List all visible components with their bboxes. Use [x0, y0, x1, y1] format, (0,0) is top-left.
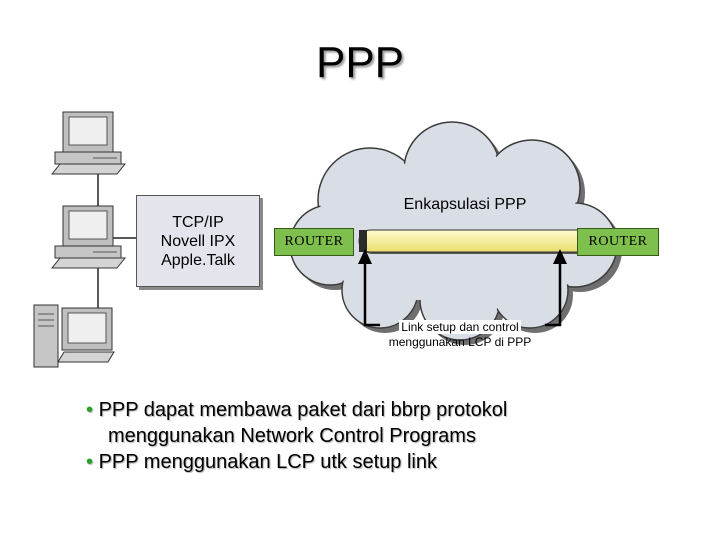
protocol-item: Apple.Talk: [161, 251, 235, 269]
bullet-text-continued: menggunakan Network Control Programs: [108, 425, 476, 447]
bullet-item: • PPP menggunakan LCP utk setup link: [86, 449, 706, 475]
page-title: PPP: [315, 38, 405, 87]
link-note-line: Link setup dan control: [399, 320, 521, 334]
link-arrows: [363, 262, 562, 327]
protocol-item: TCP/IP: [172, 213, 224, 231]
protocol-item: Novell IPX: [160, 232, 236, 250]
desktop-computer-icon: [50, 111, 127, 175]
ppp-tunnel: [358, 229, 593, 254]
link-note-line: menggunakan LCP di PPP: [388, 335, 532, 349]
bullet-dot-icon: •: [86, 451, 94, 473]
router-left: ROUTER: [274, 228, 354, 256]
server-computer-icon: [33, 304, 115, 368]
arrow-right-head: [553, 249, 567, 264]
router-right: ROUTER: [577, 228, 659, 256]
cloud-label: Enkapsulasi PPP: [403, 196, 527, 213]
bullet-text: PPP dapat membawa paket dari bbrp protok…: [98, 399, 508, 421]
desktop-computer-icon: [50, 205, 127, 269]
link-note: Link setup dan control menggunakan LCP d…: [345, 320, 575, 350]
arrow-left-head: [358, 249, 372, 264]
bullet-item: • PPP dapat membawa paket dari bbrp prot…: [86, 397, 706, 449]
protocol-box: TCP/IP Novell IPX Apple.Talk: [136, 195, 260, 287]
bullet-dot-icon: •: [86, 399, 94, 421]
bullet-list: • PPP dapat membawa paket dari bbrp prot…: [86, 397, 706, 475]
bullet-text: PPP menggunakan LCP utk setup link: [98, 451, 437, 473]
